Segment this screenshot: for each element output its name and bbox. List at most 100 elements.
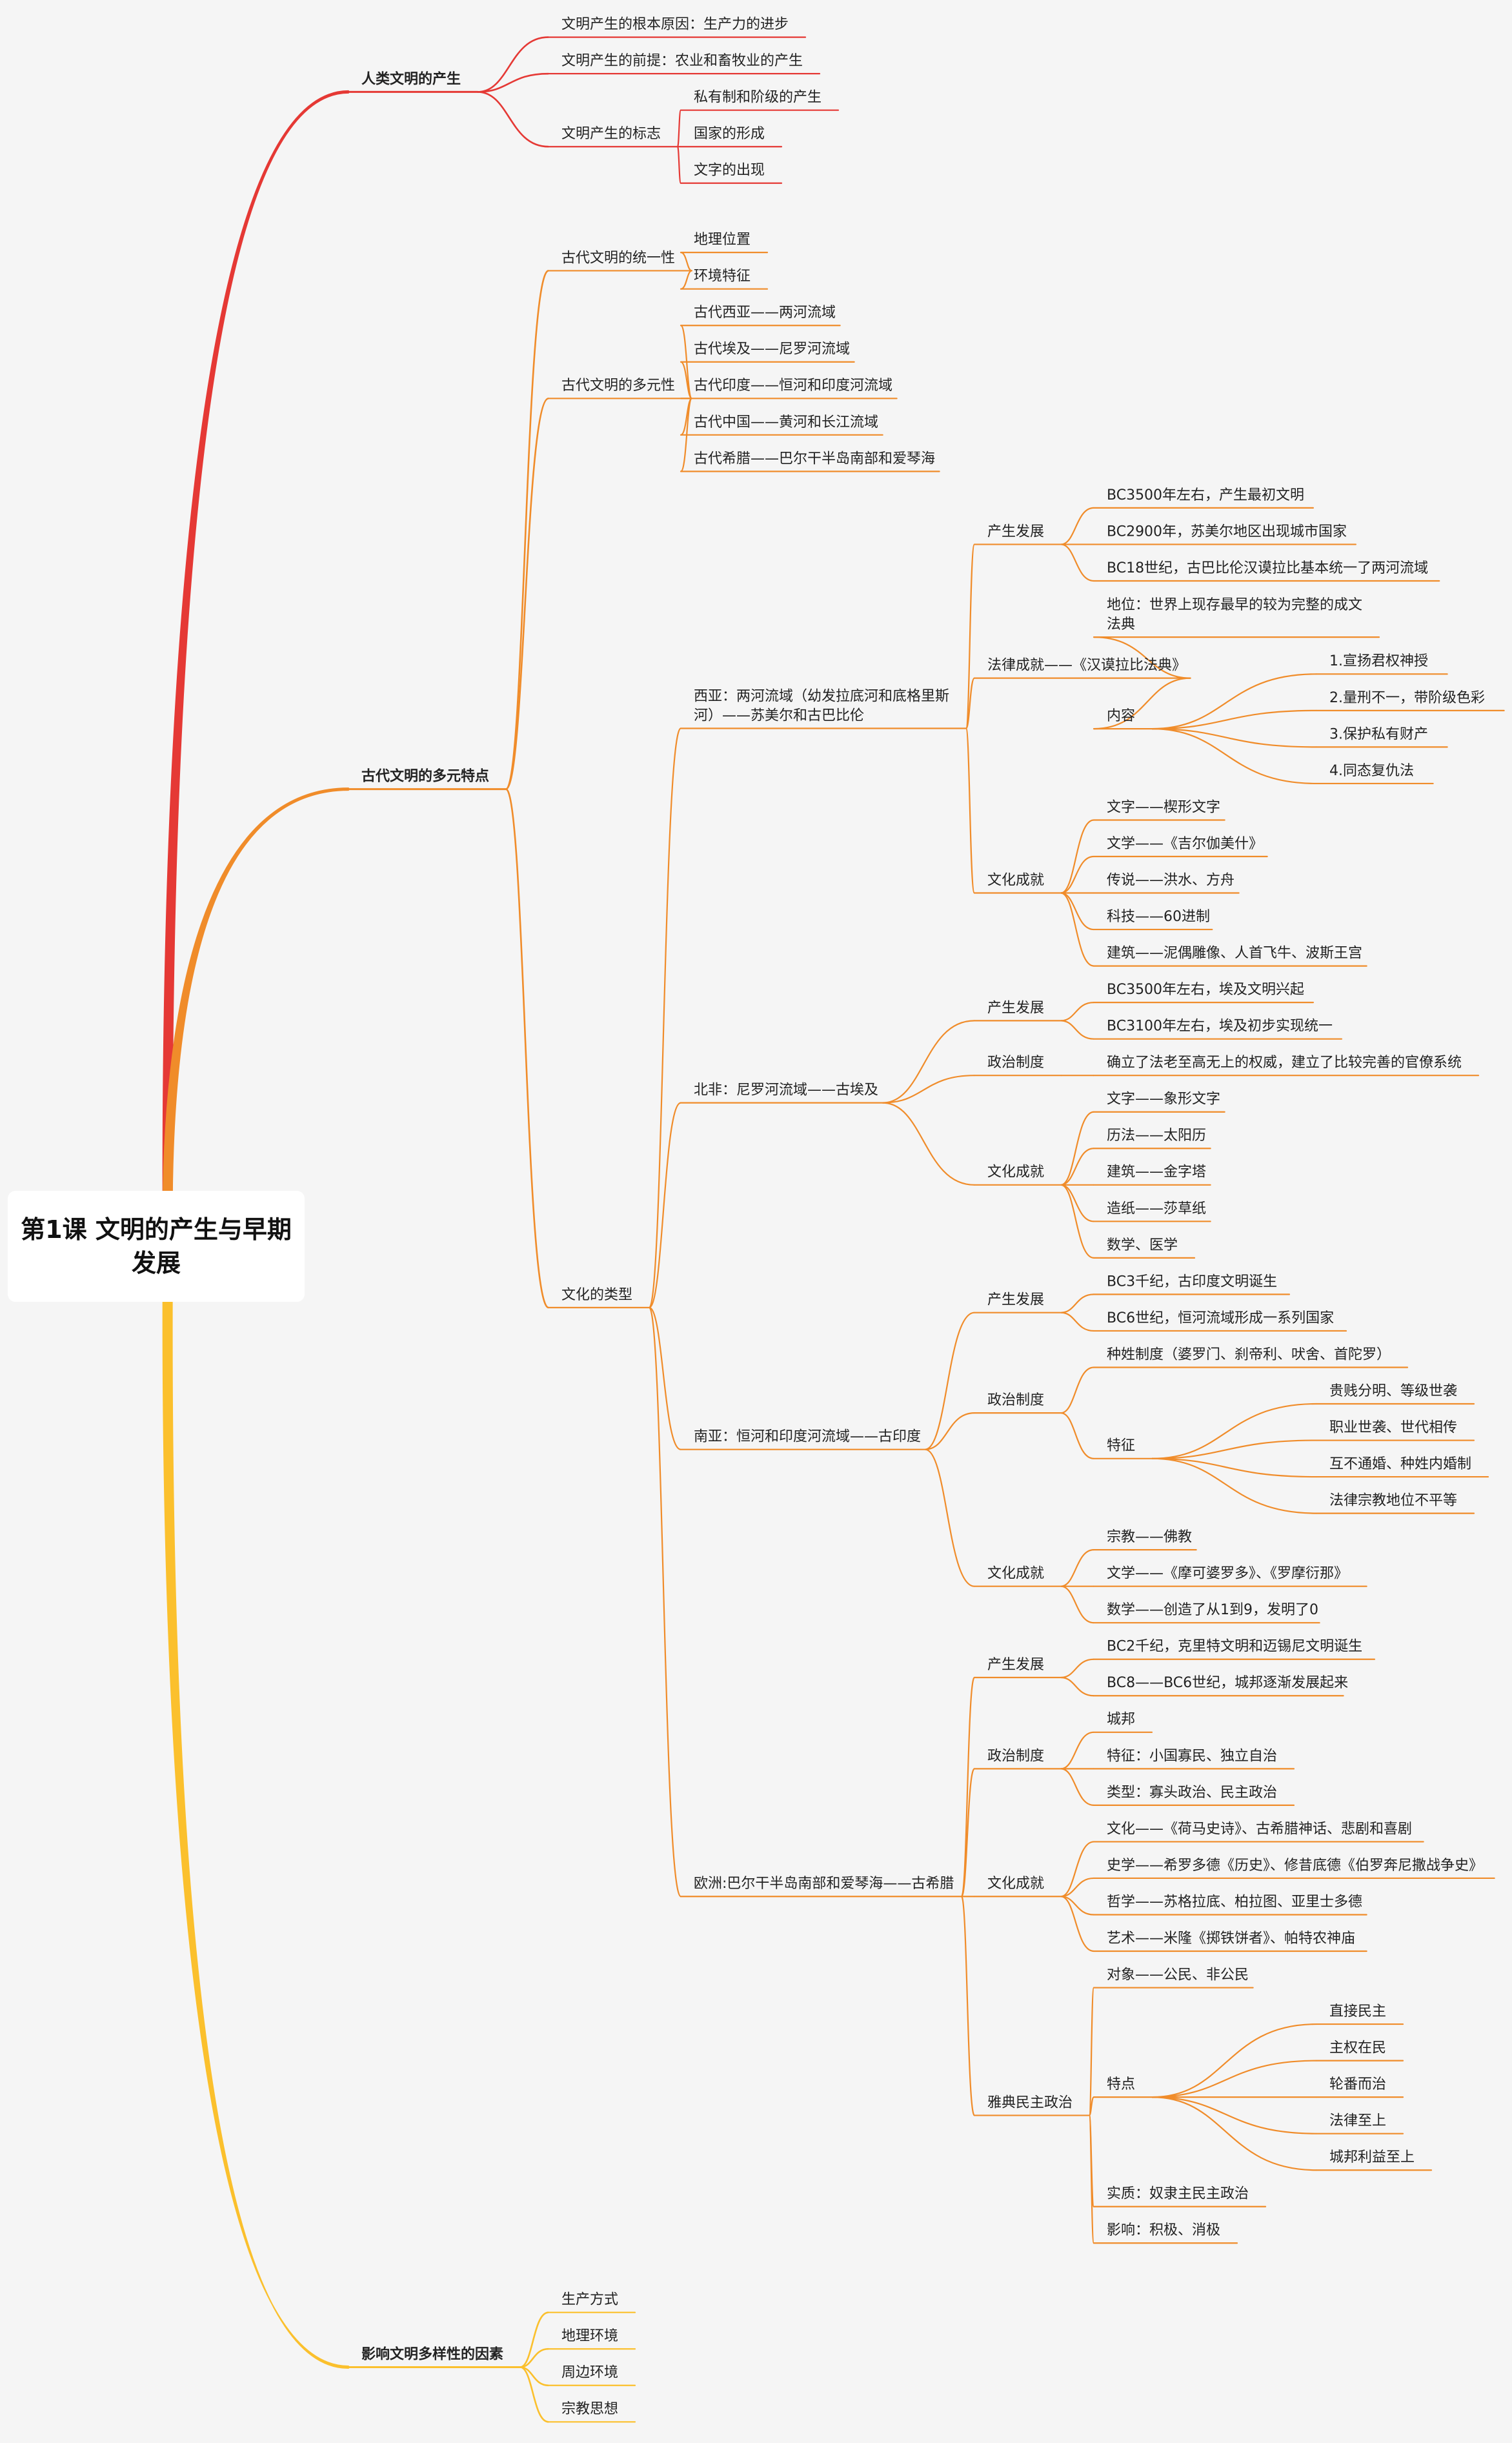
topic-node[interactable]: 3.保护私有财产: [1329, 726, 1428, 742]
topic-label-line: 文化成就: [987, 872, 1044, 888]
topic-node[interactable]: 文化——《荷马史诗》、古希腊神话、悲剧和喜剧: [1107, 1821, 1412, 1837]
topic-label-line: 史学——希罗多德《历史》、修昔底德《伯罗奔尼撒战争史》: [1107, 1858, 1483, 1874]
topic-node[interactable]: 法律宗教地位不平等: [1329, 1493, 1457, 1509]
topic-node[interactable]: 主权在民: [1329, 2040, 1386, 2056]
topic-node[interactable]: 传说——洪水、方舟: [1107, 872, 1235, 888]
topic-node[interactable]: 确立了法老至高无上的权威，建立了比较完善的官僚系统: [1107, 1055, 1462, 1071]
topic-node[interactable]: 宗教——佛教: [1107, 1529, 1192, 1545]
topic-node[interactable]: 文化成就: [987, 1876, 1044, 1892]
topic-node[interactable]: 文字——象形文字: [1107, 1091, 1220, 1108]
topic-node[interactable]: 史学——希罗多德《历史》、修昔底德《伯罗奔尼撒战争史》: [1107, 1858, 1483, 1874]
topic-label: 种姓制度（婆罗门、刹帝利、吠舍、首陀罗）: [1107, 1346, 1391, 1363]
topic-label-line: 建筑——泥偶雕像、人首飞牛、波斯王宫: [1107, 946, 1362, 962]
topic-node[interactable]: 地位：世界上现存最早的较为完整的成文法典: [1107, 597, 1362, 633]
topic-node[interactable]: 古代文明的多元特点: [361, 768, 489, 785]
topic-node[interactable]: 职业世袭、世代相传: [1329, 1419, 1457, 1435]
topic-node[interactable]: 2.量刑不一，带阶级色彩: [1329, 690, 1485, 706]
topic-node[interactable]: 轮番而治: [1329, 2076, 1386, 2093]
topic-node[interactable]: 法律至上: [1329, 2113, 1386, 2129]
topic-node[interactable]: 私有制和阶级的产生: [694, 90, 822, 106]
topic-node[interactable]: 政治制度: [987, 1392, 1044, 1408]
topic-node[interactable]: 科技——60进制: [1107, 909, 1210, 925]
topic-node[interactable]: 周边环境: [561, 2365, 618, 2381]
topic-node[interactable]: 数学、医学: [1107, 1237, 1178, 1253]
root-topic[interactable]: 第1课 文明的产生与早期发展: [8, 1191, 305, 1302]
topic-node[interactable]: 对象——公民、非公民: [1107, 1967, 1249, 1983]
topic-node[interactable]: BC3500年左右，产生最初文明: [1107, 487, 1304, 503]
topic-node[interactable]: 文化成就: [987, 1566, 1044, 1582]
topic-node[interactable]: 欧洲:巴尔干半岛南部和爱琴海——古希腊: [694, 1876, 954, 1892]
topic-node[interactable]: 建筑——金字塔: [1107, 1164, 1206, 1181]
topic-node[interactable]: 南亚：恒河和印度河流域——古印度: [694, 1429, 921, 1445]
topic-node[interactable]: 古代文明的统一性: [561, 250, 675, 266]
topic-node[interactable]: 种姓制度（婆罗门、刹帝利、吠舍、首陀罗）: [1107, 1346, 1391, 1363]
topic-label: 文化成就: [987, 1164, 1044, 1181]
topic-node[interactable]: 互不通婚、种姓内婚制: [1329, 1456, 1471, 1472]
topic-node[interactable]: 艺术——米隆《掷铁饼者》、帕特农神庙: [1107, 1931, 1355, 1947]
topic-node[interactable]: 内容: [1107, 708, 1135, 724]
topic-node[interactable]: 产生发展: [987, 523, 1044, 540]
topic-node[interactable]: 古代西亚——两河流域: [694, 305, 836, 321]
topic-node[interactable]: 政治制度: [987, 1055, 1044, 1071]
topic-node[interactable]: 建筑——泥偶雕像、人首飞牛、波斯王宫: [1107, 946, 1362, 962]
topic-node[interactable]: 国家的形成: [694, 126, 765, 142]
topic-node[interactable]: 哲学——苏格拉底、柏拉图、亚里士多德: [1107, 1894, 1362, 1910]
topic-node[interactable]: 文字——楔形文字: [1107, 799, 1220, 815]
topic-node[interactable]: 贵贱分明、等级世袭: [1329, 1383, 1457, 1399]
topic-node[interactable]: 产生发展: [987, 1000, 1044, 1016]
topic-node[interactable]: 影响文明多样性的因素: [361, 2346, 503, 2362]
topic-node[interactable]: 数学——创造了从1到9，发明了0: [1107, 1602, 1318, 1618]
topic-node[interactable]: 城邦: [1107, 1712, 1135, 1728]
topic-node[interactable]: BC3500年左右，埃及文明兴起: [1107, 982, 1304, 998]
topic-node[interactable]: 法律成就——《汉谟拉比法典》: [987, 658, 1186, 674]
topic-node[interactable]: 文化的类型: [561, 1287, 632, 1303]
topic-node[interactable]: 地理位置: [694, 232, 751, 248]
topic-node[interactable]: 雅典民主政治: [987, 2094, 1073, 2111]
topic-node[interactable]: 政治制度: [987, 1748, 1044, 1764]
topic-node[interactable]: BC2900年，苏美尔地区出现城市国家: [1107, 523, 1347, 540]
topic-node[interactable]: 生产方式: [561, 2292, 618, 2308]
topic-node[interactable]: 特征：小国寡民、独立自治: [1107, 1748, 1277, 1764]
topic-node[interactable]: 西亚：两河流域（幼发拉底河和底格里斯河）——苏美尔和古巴比伦: [694, 688, 949, 724]
topic-node[interactable]: BC3100年左右，埃及初步实现统一: [1107, 1019, 1333, 1035]
topic-node[interactable]: BC3千纪，古印度文明诞生: [1107, 1273, 1277, 1290]
topic-node[interactable]: 环境特征: [694, 269, 751, 285]
topic-node[interactable]: BC2千纪，克里特文明和迈锡尼文明诞生: [1107, 1639, 1362, 1655]
topic-node[interactable]: 人类文明的产生: [361, 70, 461, 87]
topic-node[interactable]: 4.同态复仇法: [1329, 763, 1414, 779]
topic-node[interactable]: 直接民主: [1329, 2003, 1386, 2020]
topic-node[interactable]: 古代希腊——巴尔干半岛南部和爱琴海: [694, 451, 935, 467]
topic-node[interactable]: BC8——BC6世纪，城邦逐渐发展起来: [1107, 1675, 1348, 1691]
topic-node[interactable]: 历法——太阳历: [1107, 1128, 1206, 1144]
topic-node[interactable]: 文明产生的标志: [561, 126, 661, 142]
topic-node[interactable]: 文明产生的前提：农业和畜牧业的产生: [561, 53, 803, 69]
topic-node[interactable]: 文学——《摩可婆罗多》、《罗摩衍那》: [1107, 1566, 1348, 1582]
topic-node[interactable]: 文字的出现: [694, 163, 765, 179]
topic-node[interactable]: 古代中国——黄河和长江流域: [694, 414, 878, 431]
topic-node[interactable]: 产生发展: [987, 1657, 1044, 1673]
topic-node[interactable]: 文化成就: [987, 872, 1044, 888]
topic-node[interactable]: 实质：奴隶主民主政治: [1107, 2186, 1249, 2202]
topic-label: 文化的类型: [561, 1287, 632, 1303]
topic-node[interactable]: 文化成就: [987, 1164, 1044, 1181]
topic-node[interactable]: 类型：寡头政治、民主政治: [1107, 1785, 1277, 1801]
topic-node[interactable]: 北非：尼罗河流域——古埃及: [694, 1082, 878, 1099]
topic-node[interactable]: 影响：积极、消极: [1107, 2222, 1220, 2238]
topic-label-line: 文学——《摩可婆罗多》、《罗摩衍那》: [1107, 1566, 1348, 1582]
topic-node[interactable]: 特点: [1107, 2076, 1135, 2093]
topic-node[interactable]: 地理环境: [561, 2328, 618, 2344]
topic-node[interactable]: 古代文明的多元性: [561, 378, 675, 394]
topic-node[interactable]: 文学——《吉尔伽美什》: [1107, 836, 1263, 852]
topic-node[interactable]: 城邦利益至上: [1329, 2149, 1415, 2165]
topic-label: 人类文明的产生: [361, 70, 461, 87]
topic-node[interactable]: 宗教思想: [561, 2401, 618, 2417]
topic-node[interactable]: 造纸——莎草纸: [1107, 1201, 1206, 1217]
topic-node[interactable]: BC18世纪，古巴比伦汉谟拉比基本统一了两河流域: [1107, 560, 1428, 576]
topic-node[interactable]: 古代印度——恒河和印度河流域: [694, 378, 892, 394]
topic-node[interactable]: BC6世纪，恒河流域形成一系列国家: [1107, 1310, 1334, 1326]
topic-node[interactable]: 产生发展: [987, 1292, 1044, 1308]
topic-node[interactable]: 文明产生的根本原因：生产力的进步: [561, 17, 789, 33]
topic-node[interactable]: 特征: [1107, 1438, 1135, 1454]
topic-node[interactable]: 古代埃及——尼罗河流域: [694, 341, 850, 358]
topic-node[interactable]: 1.宣扬君权神授: [1329, 653, 1428, 669]
